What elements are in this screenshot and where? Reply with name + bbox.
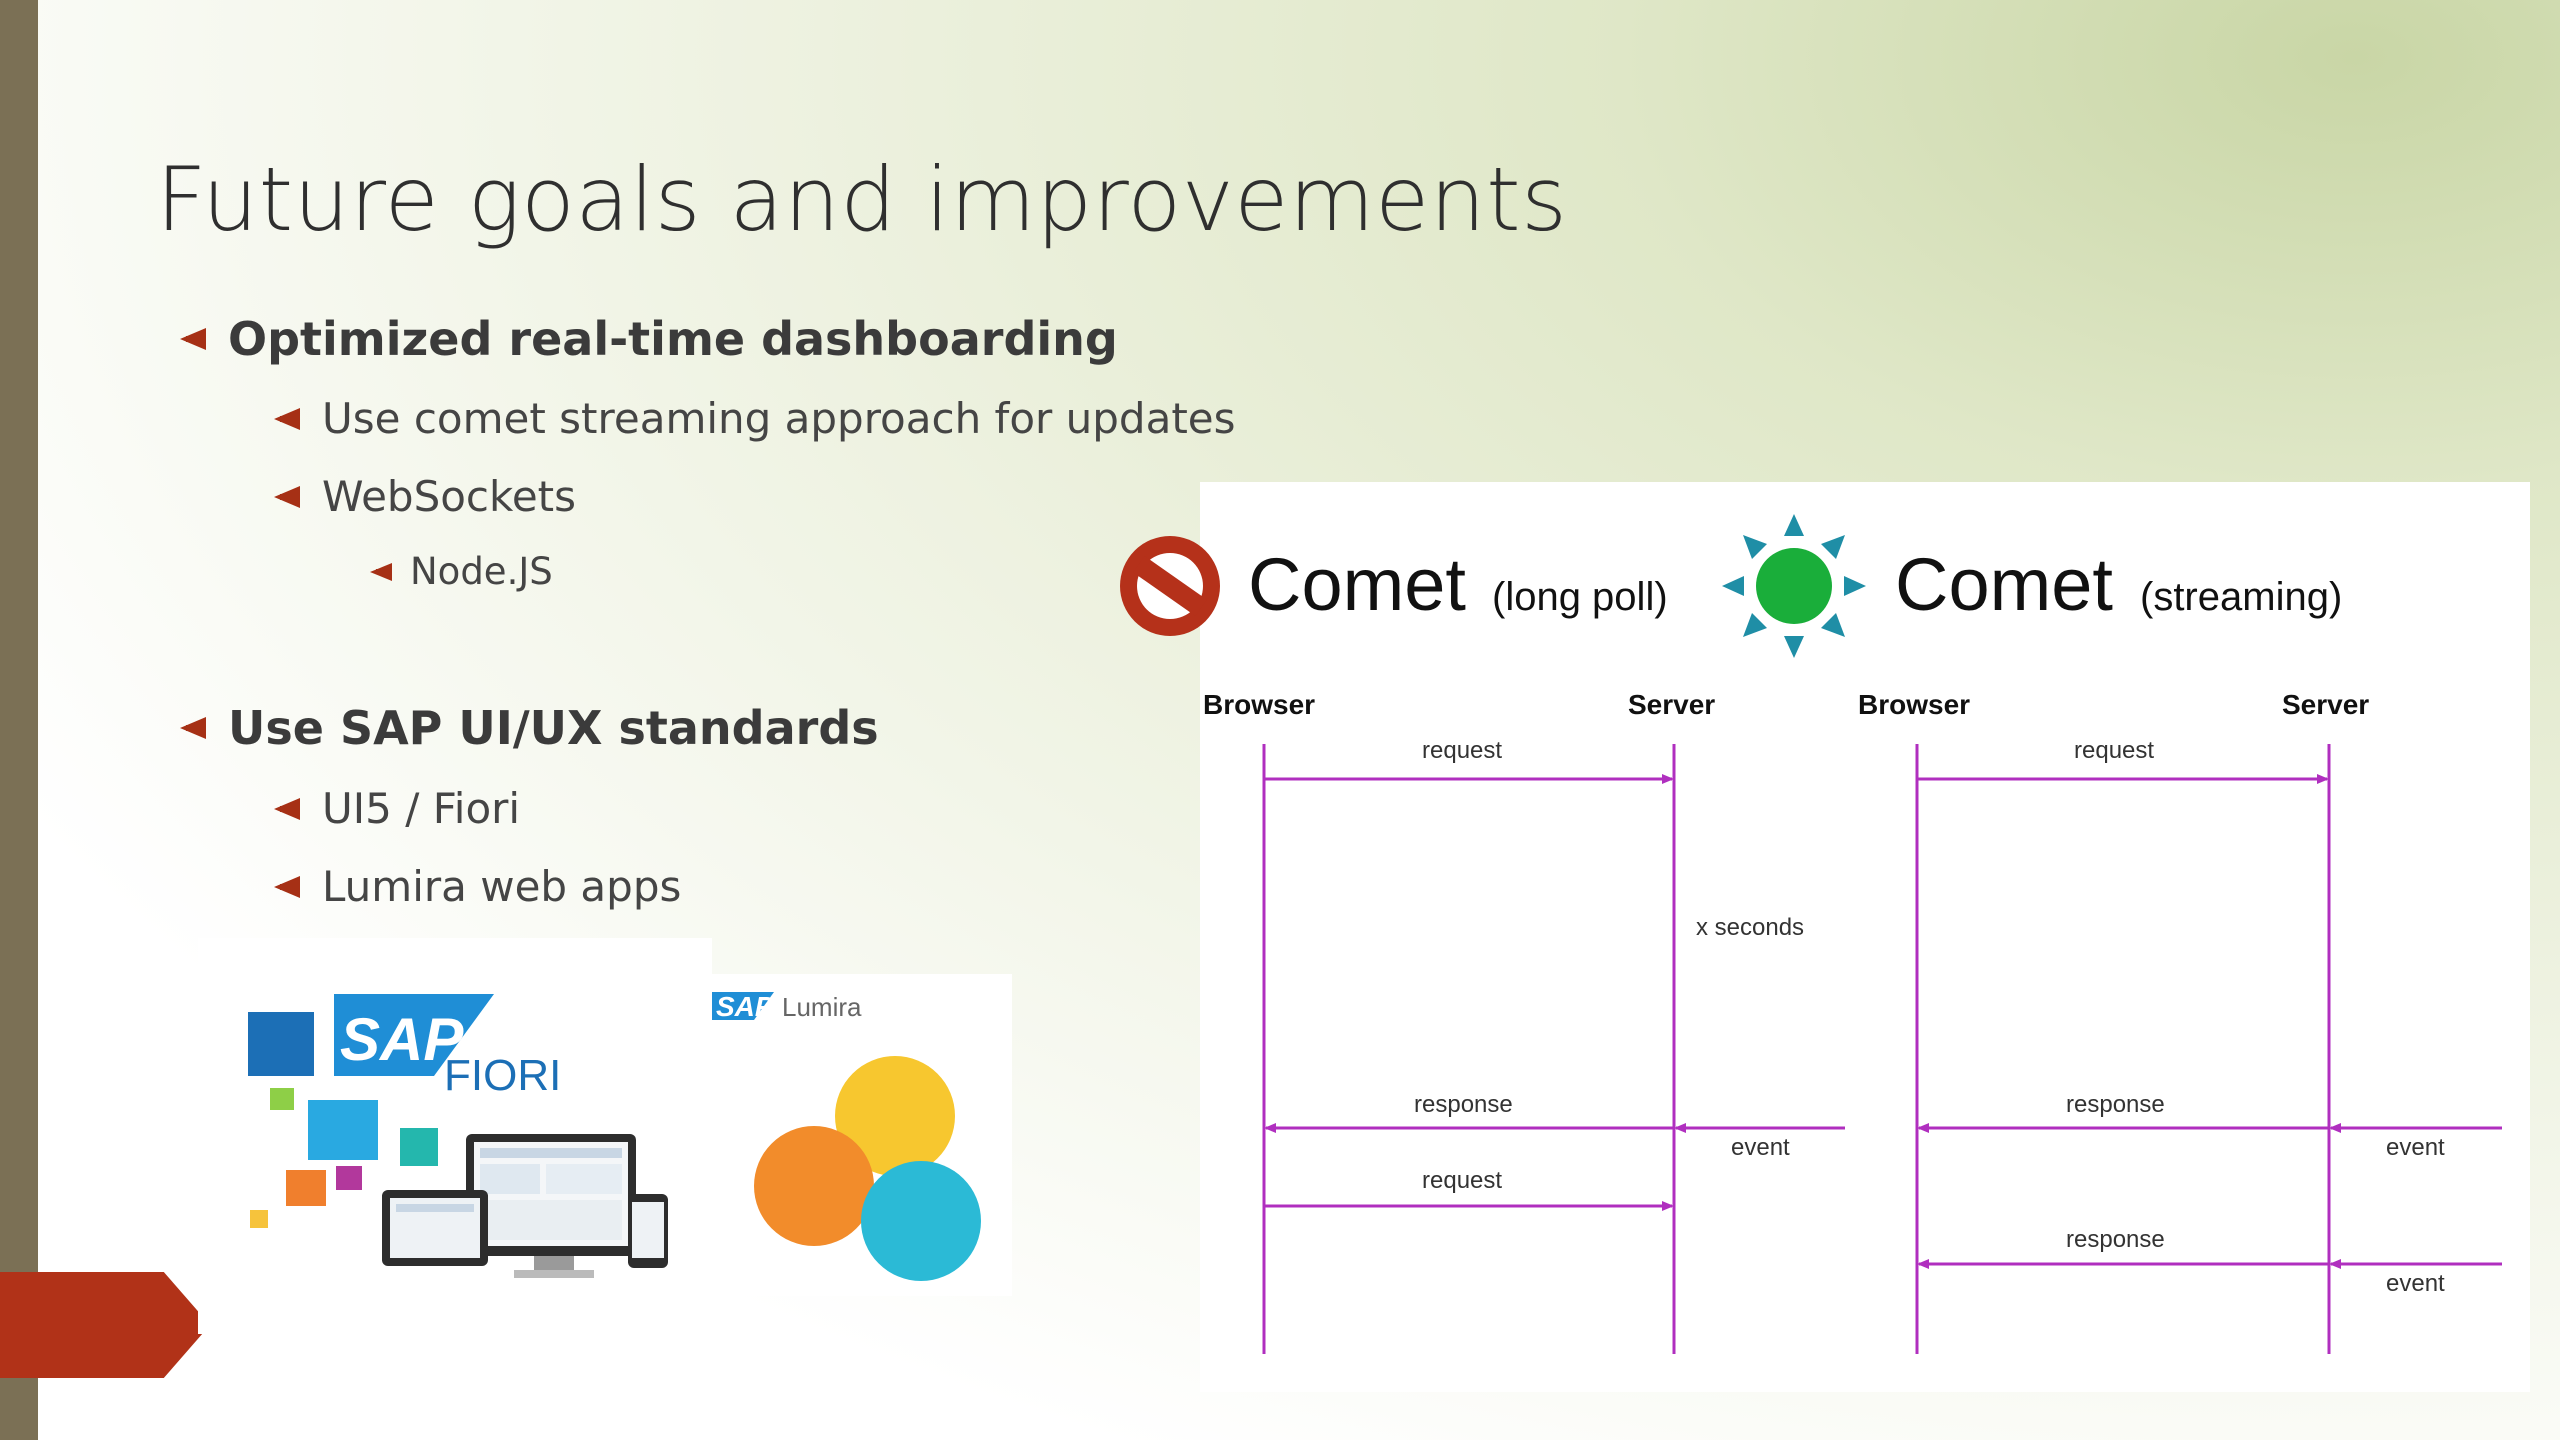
- sap-fiori-image: SAP FIORI: [198, 938, 712, 1334]
- fiori-sap-text: SAP: [340, 1006, 464, 1073]
- bullet-nodejs: Node.JS: [370, 550, 553, 593]
- bullet-text: Use comet streaming approach for updates: [322, 394, 1236, 443]
- sap-lumira-image: SAP Lumira: [712, 974, 1012, 1296]
- streaming-event2-label: event: [2386, 1270, 2445, 1297]
- fiori-product-text: FIORI: [444, 1051, 561, 1100]
- bullet-arrow-icon: [180, 717, 206, 739]
- long-poll-server-label: Server: [1628, 689, 1715, 720]
- streaming-response1-label: response: [2066, 1091, 2165, 1118]
- bullet-sap-standards: Use SAP UI/UX standards: [180, 701, 879, 755]
- sun-icon: [1722, 514, 1866, 658]
- bullet-arrow-icon: [274, 407, 300, 430]
- no-entry-badge: [1118, 534, 1222, 638]
- bullet-ui5-fiori: UI5 / Fiori: [274, 784, 520, 833]
- bullet-arrow-icon: [180, 328, 206, 350]
- bullet-arrow-icon: [274, 797, 300, 820]
- left-sidebar-bar: [0, 0, 38, 1440]
- comet-diagram: Comet (long poll) Comet (streaming) Brow…: [1200, 482, 2530, 1392]
- bullet-text: UI5 / Fiori: [322, 784, 521, 833]
- bullet-text: Optimized real-time dashboarding: [228, 312, 1118, 366]
- long-poll-response-label: response: [1414, 1091, 1513, 1118]
- bullet-arrow-icon: [274, 875, 300, 898]
- streaming-browser-label: Browser: [1858, 689, 1970, 720]
- bullet-arrow-icon: [274, 485, 300, 508]
- long-poll-delay-label: x seconds: [1696, 914, 1804, 941]
- bullet-text: Lumira web apps: [322, 862, 682, 911]
- slide-title: Future goals and improvements: [156, 148, 1568, 251]
- long-poll-subtitle: (long poll): [1492, 575, 1668, 619]
- bullet-websockets: WebSockets: [274, 472, 576, 521]
- long-poll-request2-label: request: [1422, 1167, 1502, 1194]
- lumira-sap-text: SAP: [716, 991, 774, 1022]
- streaming-server-label: Server: [2282, 689, 2369, 720]
- bullet-arrow-icon: [370, 562, 392, 581]
- lumira-illustration: SAP Lumira: [712, 991, 981, 1281]
- red-tab-decoration: [0, 1272, 210, 1378]
- long-poll-browser-label: Browser: [1203, 689, 1315, 720]
- streaming-event1-label: event: [2386, 1134, 2445, 1161]
- bullet-lumira-web-apps: Lumira web apps: [274, 862, 681, 911]
- bullet-text: Node.JS: [410, 550, 553, 593]
- bullet-text: Use SAP UI/UX standards: [228, 701, 879, 755]
- streaming-title: Comet: [1895, 543, 2113, 626]
- comet-sequence-diagrams: Comet (long poll) Comet (streaming) Brow…: [1200, 514, 2502, 1354]
- long-poll-event-label: event: [1731, 1134, 1790, 1161]
- streaming-subtitle: (streaming): [2140, 575, 2342, 619]
- long-poll-request-label: request: [1422, 737, 1502, 764]
- streaming-request-label: request: [2074, 737, 2154, 764]
- bullet-comet-streaming: Use comet streaming approach for updates: [274, 394, 1236, 443]
- streaming-response2-label: response: [2066, 1226, 2165, 1253]
- fiori-illustration: SAP FIORI: [248, 994, 668, 1278]
- prohibited-icon: [1120, 536, 1220, 636]
- bullet-text: WebSockets: [322, 472, 577, 521]
- long-poll-title: Comet: [1248, 543, 1466, 626]
- bullet-optimized-dashboarding: Optimized real-time dashboarding: [180, 312, 1118, 366]
- lumira-product-text: Lumira: [782, 992, 862, 1022]
